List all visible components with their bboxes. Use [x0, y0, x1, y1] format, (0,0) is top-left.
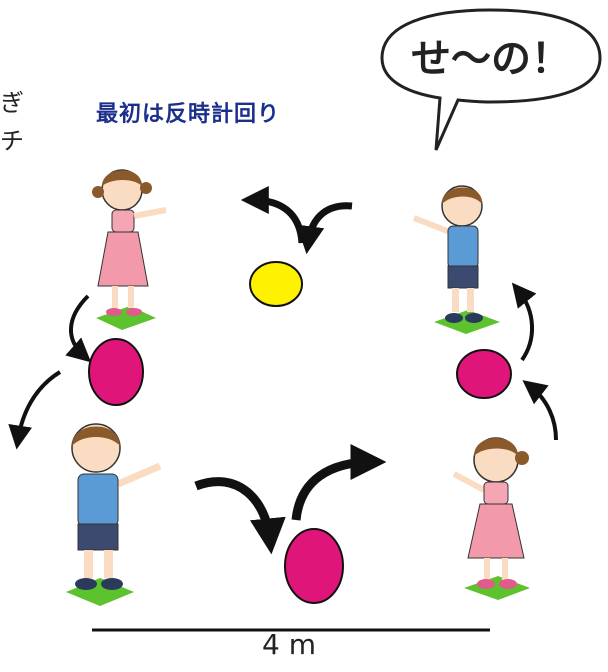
toss-arrow-bottom: [194, 444, 387, 555]
child-girl-bottom-right: [452, 437, 529, 589]
edge-text-line-1: ぎ: [0, 89, 24, 117]
pink-ball-bottom: [284, 528, 344, 604]
pink-ball-left: [88, 338, 144, 406]
floor-mat-top-right: [434, 310, 500, 334]
pink-ball-right: [456, 349, 512, 399]
floor-mat-bottom-right: [464, 576, 530, 600]
distance-label: 4 m: [262, 628, 316, 661]
yellow-ball: [249, 261, 303, 307]
child-boy-top-right: [412, 185, 483, 323]
toss-arrow-left: [8, 294, 92, 450]
floor-mat-top-left: [96, 306, 156, 330]
edge-text-line-2: チ: [0, 127, 24, 155]
child-boy-bottom-left: [71, 423, 162, 590]
toss-arrow-right: [511, 282, 558, 441]
speech-bubble: [380, 8, 602, 151]
child-girl-top-left: [92, 169, 167, 316]
speech-bubble-text: せ〜の！: [411, 36, 571, 82]
rotation-caption: 最初は反時計回り: [96, 102, 281, 127]
cropped-edge-text: ぎ チ: [0, 84, 24, 160]
toss-arrow-top: [240, 186, 353, 255]
